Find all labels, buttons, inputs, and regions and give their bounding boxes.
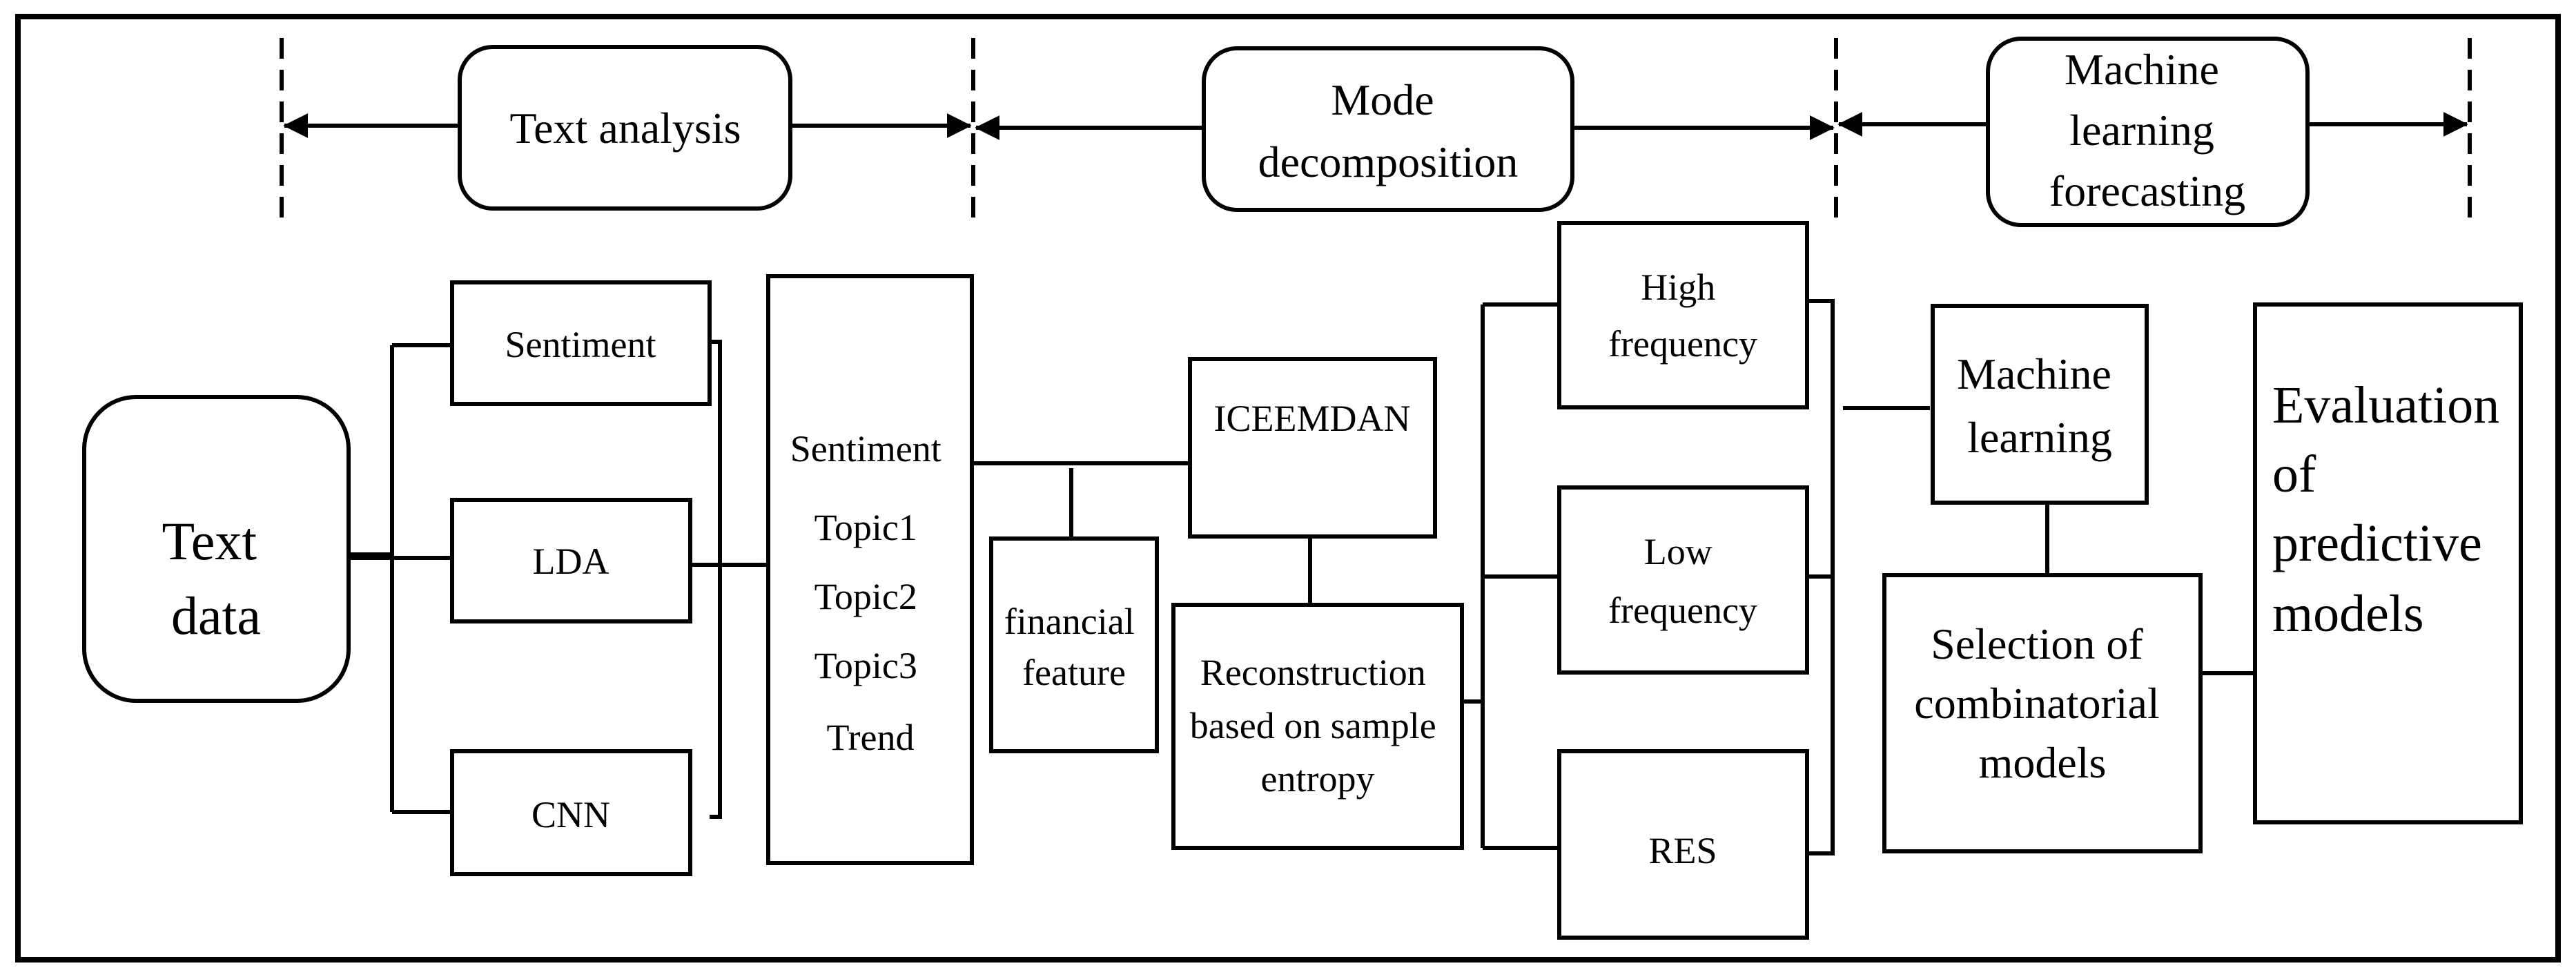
reconstruction-line-2: based on sample [1190, 705, 1436, 746]
phase-label-text-analysis: Text analysis [510, 104, 741, 153]
svg-text:High frequency: High frequency [1608, 267, 1757, 365]
svg-text:CNN: CNN [531, 794, 610, 835]
evaluation-line-4: models [2272, 585, 2424, 643]
evaluation-line-2: of [2272, 445, 2316, 503]
selection-line-1: Selection of [1931, 619, 2143, 668]
iceemdan-label: ICEEMDAN [1214, 398, 1411, 439]
machine-learning-line-1: Machine [1957, 349, 2111, 398]
phase-mode-decomposition: Mode decomposition [1202, 46, 1574, 212]
node-evaluation: Evaluation of predictive models [2253, 302, 2523, 824]
text-data-line-1: Text [162, 511, 257, 571]
node-res: RES [1557, 749, 1809, 940]
svg-text:Sentiment Topic1 T: Sentiment Topic1 Topic2 Topic3 Trend [790, 428, 950, 758]
feature-topic1: Topic1 [814, 507, 917, 548]
node-lda: LDA [450, 498, 692, 623]
financial-feature-line-2: feature [1022, 652, 1126, 693]
reconstruction-line-3: entropy [1261, 758, 1375, 800]
financial-feature-line-1: financial [1004, 601, 1135, 642]
node-iceemdan: ICEEMDAN [1188, 357, 1437, 539]
selection-line-3: models [1979, 738, 2107, 787]
node-reconstruction: Reconstruction based on sample entropy [1171, 603, 1464, 850]
svg-text:ICEEMDAN: ICEEMDAN [1214, 398, 1411, 439]
svg-text:Mode decomposition: Mode decomposition [1258, 75, 1519, 186]
low-frequency-line-1: Low [1644, 531, 1713, 572]
feature-topic3: Topic3 [814, 645, 917, 686]
phase-label-learning: learning [2069, 106, 2214, 155]
connector-sentiment-merge [710, 340, 722, 819]
svg-text:financial feature: financial feature [1004, 601, 1144, 693]
svg-text:Evaluation of pred: Evaluation of predictive models [2272, 376, 2512, 643]
svg-text:Sentiment: Sentiment [505, 324, 656, 365]
svg-text:RES: RES [1648, 830, 1717, 871]
svg-text:Low frequency: Low frequency [1608, 531, 1757, 631]
node-selection: Selection of combinatorial models [1882, 573, 2203, 853]
low-frequency-line-2: frequency [1608, 590, 1757, 631]
svg-text:Machine learning f: Machine learning forecasting [2049, 45, 2245, 215]
node-cnn: CNN [450, 749, 692, 876]
evaluation-line-3: predictive [2272, 514, 2482, 572]
phase-label-forecasting: forecasting [2049, 166, 2245, 215]
svg-text:Selection of combinatori: Selection of combinatorial models [1914, 619, 2170, 787]
feature-trend: Trend [826, 717, 914, 758]
svg-text:LDA: LDA [533, 541, 609, 582]
svg-text:Machine learning: Machine learning [1957, 349, 2123, 462]
high-frequency-line-2: frequency [1608, 323, 1757, 365]
phase-ml-forecasting: Machine learning forecasting [1986, 37, 2310, 227]
phase-label-decomposition: decomposition [1258, 137, 1519, 186]
node-features: Sentiment Topic1 Topic2 Topic3 Trend [766, 274, 974, 865]
phase-label-machine: Machine [2065, 45, 2219, 94]
high-frequency-line-1: High [1641, 267, 1715, 308]
feature-sentiment: Sentiment [790, 428, 941, 470]
phase-text-analysis: Text analysis [458, 45, 792, 211]
node-sentiment: Sentiment [450, 280, 712, 406]
svg-text:Reconstruction based on: Reconstruction based on sample entropy [1190, 652, 1445, 800]
node-low-frequency: Low frequency [1557, 485, 1809, 675]
evaluation-line-1: Evaluation [2272, 376, 2499, 434]
sentiment-label: Sentiment [505, 324, 656, 365]
node-financial-feature: financial feature [989, 536, 1159, 753]
res-label: RES [1648, 830, 1717, 871]
text-data-line-2: data [171, 586, 261, 646]
node-text-data: Text data [82, 395, 351, 703]
lda-label: LDA [533, 541, 609, 582]
cnn-label: CNN [531, 794, 610, 835]
selection-line-2: combinatorial [1914, 679, 2159, 728]
machine-learning-line-2: learning [1967, 413, 2112, 462]
node-machine-learning: Machine learning [1931, 304, 2149, 505]
node-high-frequency: High frequency [1557, 221, 1809, 409]
phase-label-mode: Mode [1331, 75, 1434, 124]
feature-topic2: Topic2 [814, 576, 917, 617]
svg-text:Text data: Text data [162, 511, 271, 646]
svg-text:Text analysis: Text analysis [510, 104, 741, 153]
reconstruction-line-1: Reconstruction [1200, 652, 1426, 693]
